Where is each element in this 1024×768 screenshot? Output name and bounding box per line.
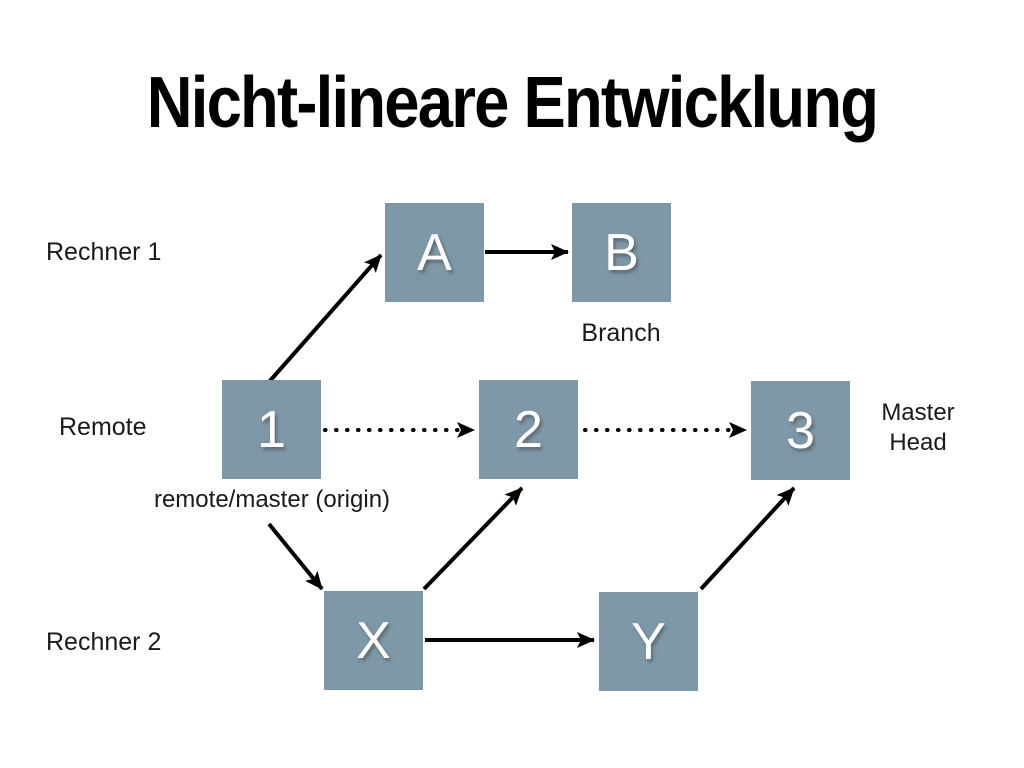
label-master: Master	[881, 399, 955, 426]
label-remote-master-origin: remote/master (origin)	[153, 486, 391, 513]
label-rechner-2: Rechner 2	[46, 628, 162, 656]
edge-1-to-X	[267, 522, 324, 591]
node-2-label: 2	[514, 400, 543, 459]
label-branch: Branch	[581, 319, 661, 347]
node-3: 3	[751, 381, 850, 480]
node-1-label: 1	[257, 400, 286, 459]
node-A-label: A	[417, 223, 452, 282]
slide-title: Nicht-lineare Entwicklung	[146, 63, 879, 143]
node-Y: Y	[599, 592, 698, 691]
label-head: Head	[889, 429, 947, 456]
node-1: 1	[222, 380, 321, 479]
label-rechner-1: Rechner 1	[46, 238, 162, 266]
node-3-label: 3	[786, 401, 815, 460]
node-Y-label: Y	[631, 612, 666, 671]
label-remote: Remote	[59, 413, 147, 441]
node-B: B	[572, 203, 671, 302]
edge-1-to-A	[267, 253, 383, 384]
label-master-head: Master Head	[843, 398, 993, 458]
edge-X-to-2	[422, 486, 524, 591]
node-A: A	[385, 203, 484, 302]
node-X-label: X	[356, 611, 391, 670]
node-2: 2	[479, 380, 578, 479]
node-B-label: B	[604, 223, 639, 282]
node-X: X	[324, 591, 423, 690]
edge-Y-to-3	[699, 486, 796, 591]
